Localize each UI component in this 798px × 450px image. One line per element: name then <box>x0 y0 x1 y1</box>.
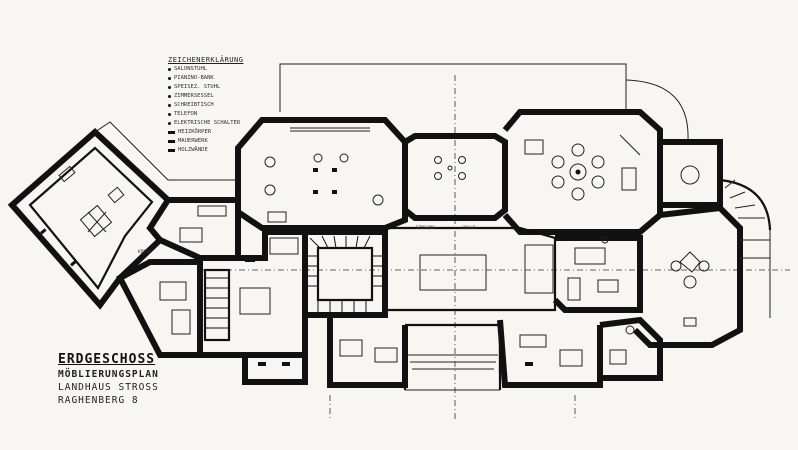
legend-item: HOLZWÄNDE <box>168 147 208 153</box>
terrace-outline <box>279 63 627 112</box>
legend-item: HEIZKÖRPER <box>168 129 211 135</box>
drawing-subtitle: MÖBLIERUNGSPLAN <box>58 369 159 380</box>
lower-left-wing <box>115 259 203 358</box>
connector-room <box>158 197 241 261</box>
legend-item: SALONSTUHL <box>168 66 207 72</box>
legend-item: SCHREIBTISCH <box>168 102 214 108</box>
service-stair <box>200 229 308 358</box>
legend-item: TELEFON <box>168 111 197 117</box>
central-hall <box>385 226 557 312</box>
room-label-entrance: EINGANG <box>416 226 435 231</box>
right-small-room <box>660 139 772 231</box>
dining-room <box>502 109 663 235</box>
legend-item: SPEISEZ. STUHL <box>168 84 220 90</box>
house-name: LANDHAUS STROSS <box>58 382 159 393</box>
room-label-hall: HALLE <box>462 226 476 231</box>
legend-item: PIANINO-BANK <box>168 75 214 81</box>
left-wing <box>7 121 238 310</box>
legend-title: ZEICHENERKLÄRUNG <box>168 56 244 64</box>
lounge-room <box>632 204 771 348</box>
legend-item: ELEKTRISCHE SCHALTER <box>168 120 240 126</box>
middle-room <box>403 133 508 221</box>
legend-item: MAUERWERK <box>168 138 208 144</box>
main-staircase <box>302 229 388 318</box>
drawing-room <box>235 117 408 231</box>
legend-item: ZIMMERSESSEL <box>168 93 214 99</box>
study-room <box>552 235 643 313</box>
house-address: RAGHENBERG 8 <box>58 395 139 406</box>
entrance-steps <box>403 325 502 391</box>
room-label-kitchen: KÜCHE <box>138 250 152 255</box>
drawing-title: ERDGESCHOSS <box>58 352 156 367</box>
terrace-curve <box>625 79 689 141</box>
